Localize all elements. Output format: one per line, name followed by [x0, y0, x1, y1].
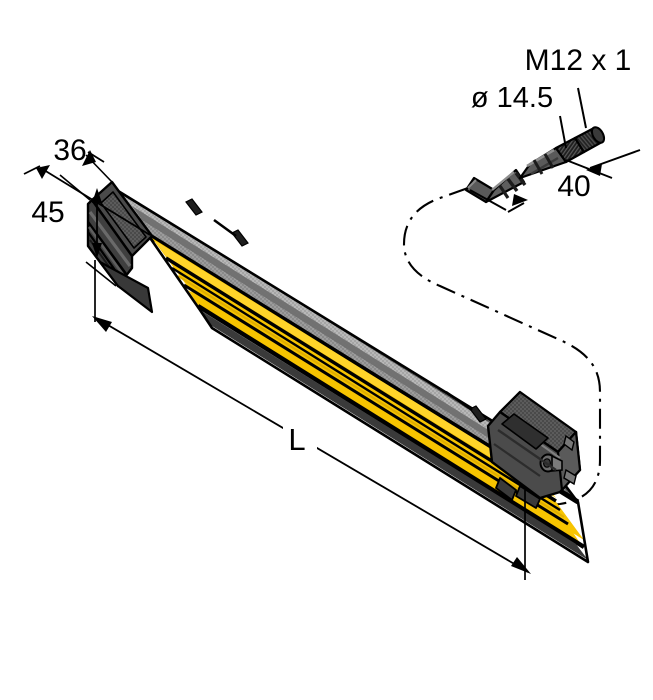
dimension-45-label: 45 — [31, 196, 64, 229]
connection-cable-path — [402, 187, 602, 510]
dimension-diameter: ø 14.5 — [471, 82, 567, 149]
dimension-L-label-visible: L — [288, 422, 305, 457]
dimension-m12-thread: M12 x 1 — [525, 44, 632, 129]
dimension-40: 40 — [469, 149, 641, 213]
dimension-45: 45 — [31, 188, 117, 287]
dimension-m12-label: M12 x 1 — [525, 44, 632, 77]
dimension-40-label: 40 — [557, 170, 590, 203]
m12-connector-plug — [464, 126, 606, 204]
dimension-diameter-label: ø 14.5 — [471, 82, 553, 114]
housing-notch-details — [185, 198, 487, 423]
light-curtain-housing — [108, 184, 590, 564]
end-cap-top-left — [86, 180, 154, 314]
dimension-L: L L — [92, 260, 531, 580]
end-cap-bottom-right — [486, 390, 582, 509]
dimension-36-label: 36 — [53, 134, 86, 167]
